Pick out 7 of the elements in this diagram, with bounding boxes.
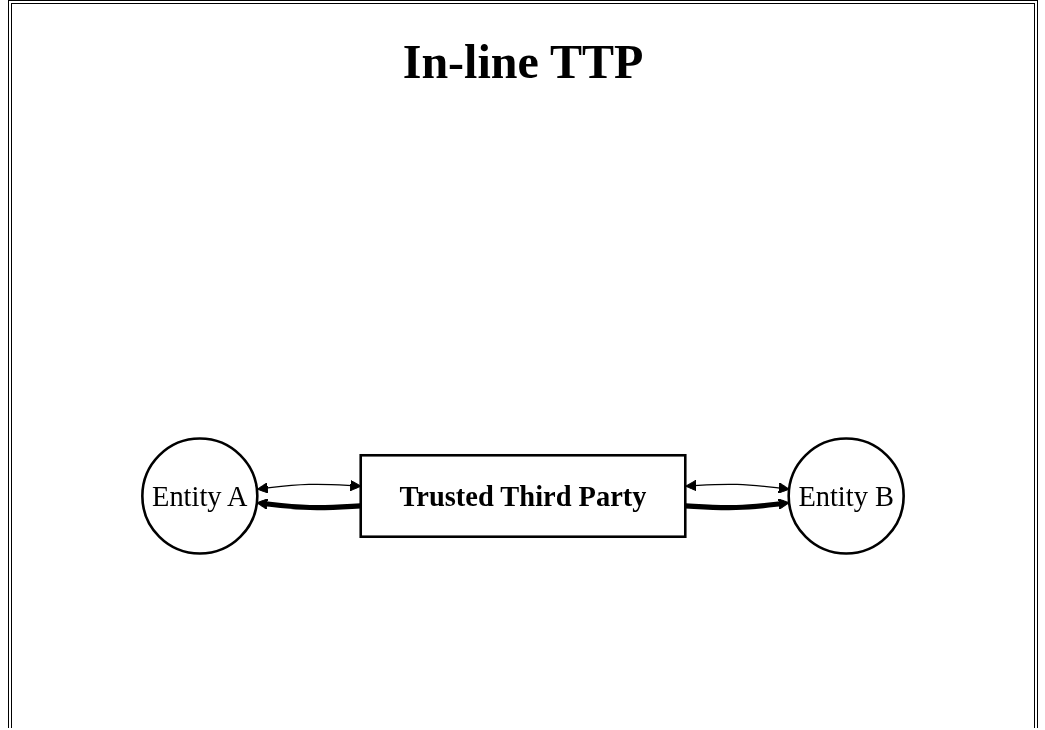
diagram-title: In-line TTP [401, 34, 645, 89]
node-circle: Entity B [787, 437, 905, 555]
arrow [256, 498, 361, 511]
arrow [685, 479, 790, 494]
arrow [685, 498, 790, 511]
node-circle: Entity A [141, 437, 259, 555]
node-box: Trusted Third Party [359, 454, 687, 538]
